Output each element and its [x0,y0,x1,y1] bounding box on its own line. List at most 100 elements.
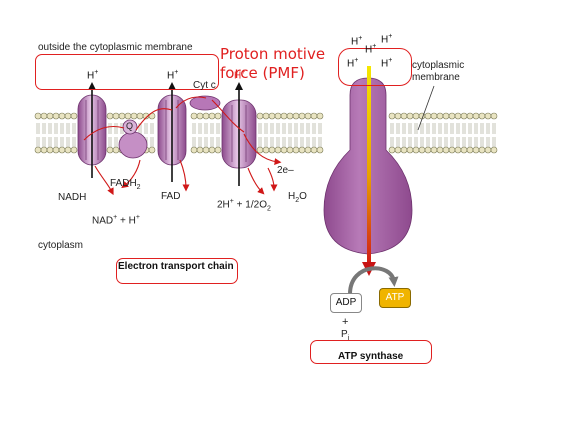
lipid-tail [318,137,322,147]
lipid-tail [486,137,490,147]
proton-label-complex-iii: H+ [167,69,178,81]
lipid-tail [474,137,478,147]
lipid-tail [396,123,400,134]
fadh-subscript: 2 [136,184,141,191]
lipid-tail [192,123,196,134]
nad-text: NAD [92,215,114,227]
lipid-head [148,146,156,154]
adp-box: ADP [330,293,362,313]
lipid-head [256,112,264,120]
lipid-tail [414,137,418,147]
proton-label-synthase-3: H+ [365,43,376,55]
lipid-head [478,112,486,120]
lipid-tail [150,137,154,147]
lipid-tail [282,123,286,134]
lipid-head [286,112,294,120]
lipid-head [484,112,492,120]
lipid-head [274,112,282,120]
lipid-head [34,146,42,154]
two-h-text: 2H [217,199,230,211]
lipid-tail [492,137,496,147]
pmf-title-line1: Proton motive [220,45,326,63]
lipid-tail [408,123,412,134]
lipid-head [106,146,114,154]
lipid-head [490,146,498,154]
lipid-tail [474,123,478,134]
lipid-head [304,146,312,154]
plus-label: + [342,316,349,328]
lipid-tail [60,137,64,147]
lipid-head [388,146,396,154]
cytoplasm-label: cytoplasm [38,240,84,251]
quinone-complex [118,119,148,159]
electron-transport-chain-label: Electron transport chain [118,261,234,272]
lipid-head [454,146,462,154]
lipid-head [46,146,54,154]
plus-superscript: + [135,214,140,221]
lipid-head [214,112,222,120]
lipid-tail [486,123,490,134]
lipid-tail [402,123,406,134]
lipid-tail [408,137,412,147]
lipid-tail [480,123,484,134]
lipid-tail [204,123,208,134]
nad-h-label: NAD+ + H+ [92,214,140,226]
pmf-title: Proton motive force (PMF) [220,45,325,83]
lipid-head [442,146,450,154]
proton-label-complex-iv: H+ [234,69,245,81]
lipid-head [436,112,444,120]
lipid-head [430,112,438,120]
lipid-tail [444,137,448,147]
lipid-head [190,112,198,120]
lipid-head [424,112,432,120]
h-symbol: H [381,58,389,70]
lipid-head [394,146,402,154]
lipid-tail [42,137,46,147]
atp-label: ATP [385,292,405,303]
atp-synthase-label: ATP synthase [338,351,404,362]
lipid-head [208,146,216,154]
proton-pump-arrows [88,82,243,186]
lipid-head [484,146,492,154]
lipid-tail [426,123,430,134]
lipid-head [286,146,294,154]
electron-flow-path [83,96,282,196]
lipid-head [418,146,426,154]
lipid-tail [402,137,406,147]
lipid-head [190,146,198,154]
lipid-head [52,112,60,120]
lipid-head [424,146,432,154]
lipid-head [40,146,48,154]
lipid-head [454,112,462,120]
lipid-head [70,146,78,154]
lipid-head [262,146,270,154]
q-label: Q [126,121,134,131]
lipid-head [196,146,204,154]
fad-label: FAD [161,191,181,202]
lipid-tail [264,123,268,134]
lipid-tail [258,123,262,134]
lipid-tail [306,123,310,134]
outside-proton-box [35,54,219,90]
lipid-tail [210,137,214,147]
lipid-head [106,112,114,120]
lipid-tail [426,137,430,147]
lipid-head [202,112,210,120]
lipid-head [70,112,78,120]
atp-synthase-box [310,340,432,364]
lipid-head [34,112,42,120]
lipid-head [136,112,144,120]
lipid-tail [150,123,154,134]
fadh-text: FADH [110,178,137,189]
electron-transport-chain-box [116,258,238,284]
lipid-tail [462,123,466,134]
cytochrome-c [189,95,221,111]
lipid-tail [456,137,460,147]
lipid-head [466,112,474,120]
atp-synthase-protein [323,66,413,276]
adp-to-atp-arrow [348,266,399,295]
lipid-tail [312,137,316,147]
plus-superscript: + [358,35,363,42]
lipid-head [316,146,324,154]
h2o-subscript: 2 [295,197,300,204]
